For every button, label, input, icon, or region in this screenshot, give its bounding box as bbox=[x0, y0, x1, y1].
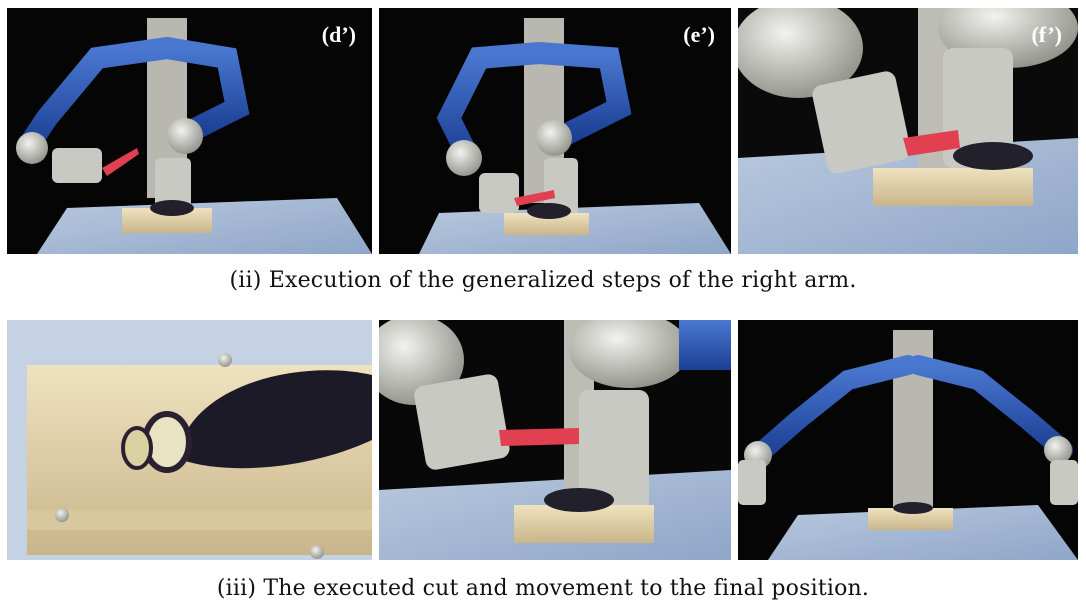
photo-panel-cut-closeup bbox=[7, 320, 372, 560]
panel-label: (f’) bbox=[1031, 22, 1062, 47]
photo-panel-d-prime: (d’) bbox=[7, 8, 372, 254]
panel-label: (d’) bbox=[321, 22, 356, 47]
photo-panel-f-prime: (f’) bbox=[738, 8, 1078, 254]
photo-panel-final-position bbox=[738, 320, 1078, 560]
figure-caption-iii: (iii) The executed cut and movement to t… bbox=[216, 576, 870, 601]
figure-caption-ii: (ii) Execution of the generalized steps … bbox=[229, 268, 857, 293]
panel-label: (e’) bbox=[683, 22, 715, 47]
photo-panel-e-prime: (e’) bbox=[379, 8, 731, 254]
photo-panel-cut-hands bbox=[379, 320, 731, 560]
